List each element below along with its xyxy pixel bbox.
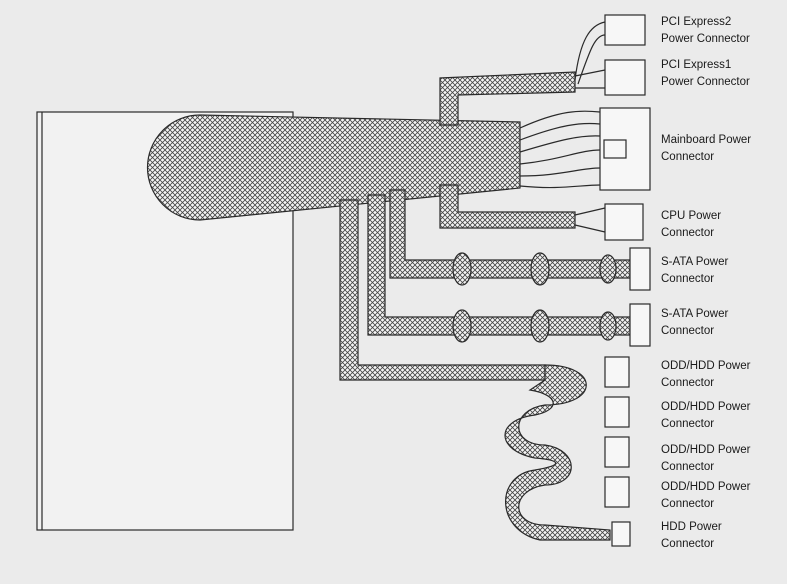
label-line2: Connector: [661, 325, 715, 337]
label-line2: Power Connector: [661, 33, 750, 45]
label-line1: S-ATA Power: [661, 256, 729, 268]
label-line2: Connector: [661, 418, 715, 430]
label-line1: ODD/HDD Power: [661, 481, 751, 493]
pci-express1-connector: [604, 59, 646, 96]
odd-hdd-connector-1: [604, 356, 630, 388]
hdd-connector: [611, 521, 631, 547]
mainboard-connector-latch: [603, 139, 627, 159]
label-line1: ODD/HDD Power: [661, 360, 751, 372]
label-line1: PCI Express2: [661, 16, 732, 28]
label-line1: ODD/HDD Power: [661, 401, 751, 413]
label-line1: HDD Power: [661, 521, 722, 533]
label-line2: Connector: [661, 538, 715, 550]
mainboard-wires: [519, 110, 601, 189]
label-line2: Connector: [661, 461, 715, 473]
pci-cpu-wires: [574, 21, 606, 233]
sata-cable-1: [389, 189, 631, 279]
connectors: [599, 14, 651, 547]
label-line2: Connector: [661, 377, 715, 389]
pci-express2-connector: [604, 14, 646, 46]
cpu-connector: [604, 203, 644, 241]
sata-connector-2: [629, 303, 651, 347]
odd-hdd-serpentine-cable: [504, 364, 611, 541]
label-line2: Connector: [661, 151, 715, 163]
label-line1: ODD/HDD Power: [661, 444, 751, 456]
label-line2: Connector: [661, 498, 715, 510]
cpu-cable: [439, 184, 576, 229]
pci-express-cable: [439, 71, 576, 126]
label-line1: PCI Express1: [661, 59, 732, 71]
odd-hdd-connector-3: [604, 436, 630, 468]
label-line2: Connector: [661, 227, 715, 239]
label-line1: S-ATA Power: [661, 308, 729, 320]
label-line1: Mainboard Power: [661, 134, 752, 146]
sata-splices: [452, 252, 617, 343]
sata-connector-1: [629, 247, 651, 291]
label-line1: CPU Power: [661, 210, 722, 222]
label-line2: Power Connector: [661, 76, 750, 88]
label-line2: Connector: [661, 273, 715, 285]
odd-hdd-connector-2: [604, 396, 630, 428]
odd-hdd-connector-4: [604, 476, 630, 508]
